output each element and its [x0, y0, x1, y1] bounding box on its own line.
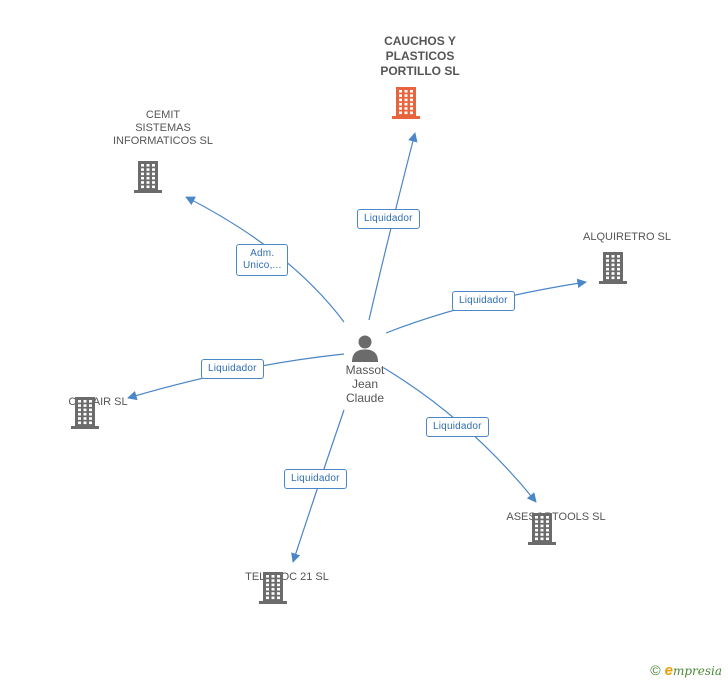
person-name: Massot Jean Claude — [345, 363, 385, 405]
company-label: CEMIT SISTEMAS INFORMATICOS SL — [112, 109, 214, 147]
company-label: ALQUIRETRO SL — [582, 231, 672, 243]
role-badge-asesortools[interactable]: Liquidador — [426, 417, 489, 437]
company-node-alquiretro[interactable]: ALQUIRETRO SL — [572, 231, 682, 244]
building-icon — [259, 572, 287, 604]
building-icon — [599, 252, 627, 284]
role-badge-cauchos[interactable]: Liquidador — [357, 209, 420, 229]
person-icon — [352, 335, 378, 362]
company-icon-cemit[interactable] — [132, 160, 164, 199]
role-badge-camair[interactable]: Liquidador — [201, 359, 264, 379]
role-badge-cemit[interactable]: Adm. Unico,... — [236, 244, 289, 276]
company-icon-camair[interactable] — [69, 396, 101, 435]
company-icon-asesortools[interactable] — [526, 512, 558, 551]
building-icon — [71, 397, 99, 429]
company-label: CAUCHOS Y PLASTICOS PORTILLO SL — [380, 34, 460, 78]
building-icon — [134, 161, 162, 193]
brand-initial: e — [664, 662, 673, 679]
building-icon — [528, 513, 556, 545]
role-badge-alquiretro[interactable]: Liquidador — [452, 291, 515, 311]
role-badge-teledoc[interactable]: Liquidador — [284, 469, 347, 489]
brand-footer: ©empresia — [650, 662, 722, 679]
copyright-symbol: © — [650, 662, 661, 678]
company-node-cauchos[interactable]: CAUCHOS Y PLASTICOS PORTILLO SL — [362, 34, 478, 79]
brand-name: mpresia — [672, 664, 722, 678]
company-node-cemit[interactable]: CEMIT SISTEMAS INFORMATICOS SL — [103, 109, 223, 148]
building-icon — [392, 87, 420, 119]
company-icon-alquiretro[interactable] — [597, 251, 629, 290]
edge-cauchos — [368, 132, 418, 321]
company-icon-cauchos[interactable] — [390, 86, 422, 125]
person-node[interactable]: Massot Jean Claude — [335, 333, 395, 405]
company-icon-teledoc[interactable] — [257, 571, 289, 610]
